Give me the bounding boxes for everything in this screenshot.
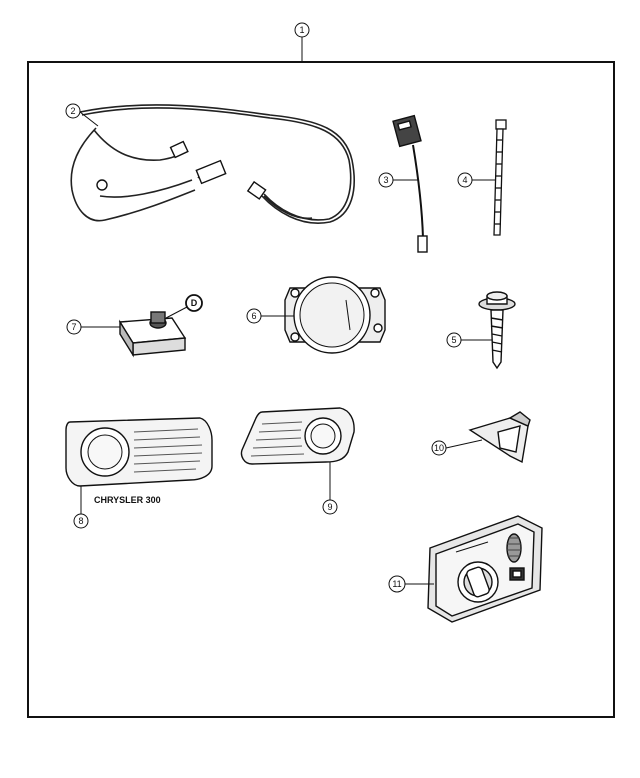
callout-3-label: 3 — [383, 175, 388, 185]
bracket-icon — [468, 411, 531, 464]
headlamp-switch-icon — [427, 515, 543, 623]
callout-3[interactable]: 3 — [378, 172, 418, 188]
callout-2-label: 2 — [70, 106, 75, 116]
callout-D-label: D — [191, 298, 198, 308]
callout-8-label: 8 — [78, 516, 83, 526]
callout-2[interactable]: 2 — [65, 103, 99, 127]
vehicle-caption: CHRYSLER 300 — [94, 495, 161, 505]
callout-10-label: 10 — [434, 443, 444, 453]
callout-9-label: 9 — [327, 502, 332, 512]
callout-D[interactable]: D — [165, 294, 203, 319]
callout-7-label: 7 — [71, 322, 76, 332]
callout-4-label: 4 — [462, 175, 467, 185]
jumper-wire-connector-icon — [392, 114, 428, 253]
kit-frame — [27, 61, 615, 718]
callout-8[interactable]: 8 — [73, 486, 89, 529]
callout-11-label: 11 — [392, 579, 401, 589]
fog-lamp-bezel-icon — [65, 417, 213, 487]
cable-tie-icon — [493, 119, 507, 236]
fog-lamp-bezel-icon — [240, 407, 355, 465]
callout-7[interactable]: 7 — [66, 319, 120, 335]
fog-lamp-icon — [284, 276, 386, 354]
callout-5[interactable]: 5 — [446, 332, 492, 348]
callout-11[interactable]: 11 — [388, 575, 434, 593]
callout-10[interactable]: 10 — [431, 439, 483, 456]
callout-1[interactable]: 1 — [294, 22, 310, 62]
callout-4[interactable]: 4 — [457, 172, 496, 188]
wiring-harness-icon — [70, 104, 355, 224]
harness-connectors — [96, 140, 267, 200]
u-nut-clip-icon — [118, 311, 187, 358]
callout-9[interactable]: 9 — [322, 462, 338, 515]
callout-6[interactable]: 6 — [246, 308, 294, 324]
callout-1-label: 1 — [299, 25, 304, 35]
bolt-icon — [478, 291, 516, 370]
callout-5-label: 5 — [451, 335, 456, 345]
callout-6-label: 6 — [251, 311, 256, 321]
